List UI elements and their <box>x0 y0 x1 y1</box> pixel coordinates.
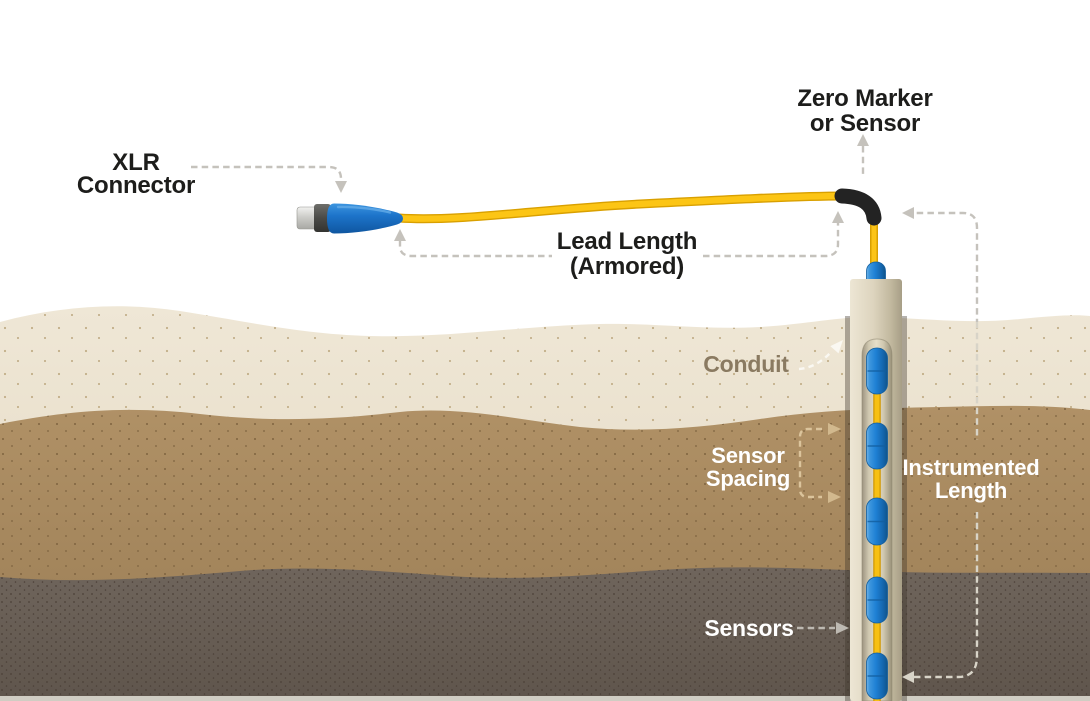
lead-length-label: Lead Length (Armored) <box>517 229 737 279</box>
conduit-label: Conduit <box>656 353 836 376</box>
bottom-ground-strip <box>0 696 1090 701</box>
zero-marker-label-line1: Zero Marker <box>797 85 933 112</box>
xlr-connector <box>296 203 403 234</box>
sensors-label-line1: Sensors <box>704 615 794 641</box>
sensor-capsule-2 <box>866 422 888 470</box>
annotation-arrows <box>191 134 979 683</box>
instrumented-length-bracket <box>902 207 979 683</box>
zero-marker-label-line2: or Sensor <box>809 110 921 137</box>
sensors-arrow <box>797 622 849 634</box>
xlr-connector-label-line2: Connector <box>76 172 196 199</box>
sensor-string <box>866 347 888 700</box>
connector-highlight <box>336 205 392 214</box>
lead-cable <box>398 191 845 224</box>
soil-layer-deep <box>0 567 1090 701</box>
conduit-label-line1: Conduit <box>703 351 789 377</box>
lead-length-label-line2: (Armored) <box>569 253 685 280</box>
sensor-capsule-4 <box>866 576 888 624</box>
instrumented-length-label-line2: Length <box>934 478 1008 503</box>
cable-elbow-boot <box>834 188 882 226</box>
sensor-spacing-bracket <box>798 423 841 503</box>
conduit-arrow <box>798 340 843 371</box>
sensor-capsule-3 <box>866 497 888 546</box>
zero-marker-label: Zero Marker or Sensor <box>755 86 975 136</box>
sensor-spacing-label-line2: Spacing <box>705 466 791 491</box>
instrumented-length-label-line1: Instrumented <box>902 455 1040 480</box>
xlr-connector-label: XLR Connector <box>26 149 246 199</box>
zero-marker-arrow <box>857 134 869 177</box>
sensor-capsule-1 <box>866 347 888 395</box>
sensor-capsule-5 <box>866 652 888 700</box>
lead-length-bracket <box>394 211 844 258</box>
sensor-spacing-label: Sensor Spacing <box>658 444 838 490</box>
xlr-connector-arrow <box>191 165 347 193</box>
connector-ring <box>314 204 331 232</box>
sensors-label: Sensors <box>659 617 839 640</box>
sensor-spacing-label-line1: Sensor <box>711 443 785 468</box>
instrumented-length-label: Instrumented Length <box>881 456 1061 502</box>
borehole-right-shadow <box>901 316 907 701</box>
xlr-connector-label-line1: XLR <box>112 149 160 176</box>
lead-length-label-line1: Lead Length <box>556 228 698 255</box>
borehole-left-shadow <box>845 316 851 701</box>
